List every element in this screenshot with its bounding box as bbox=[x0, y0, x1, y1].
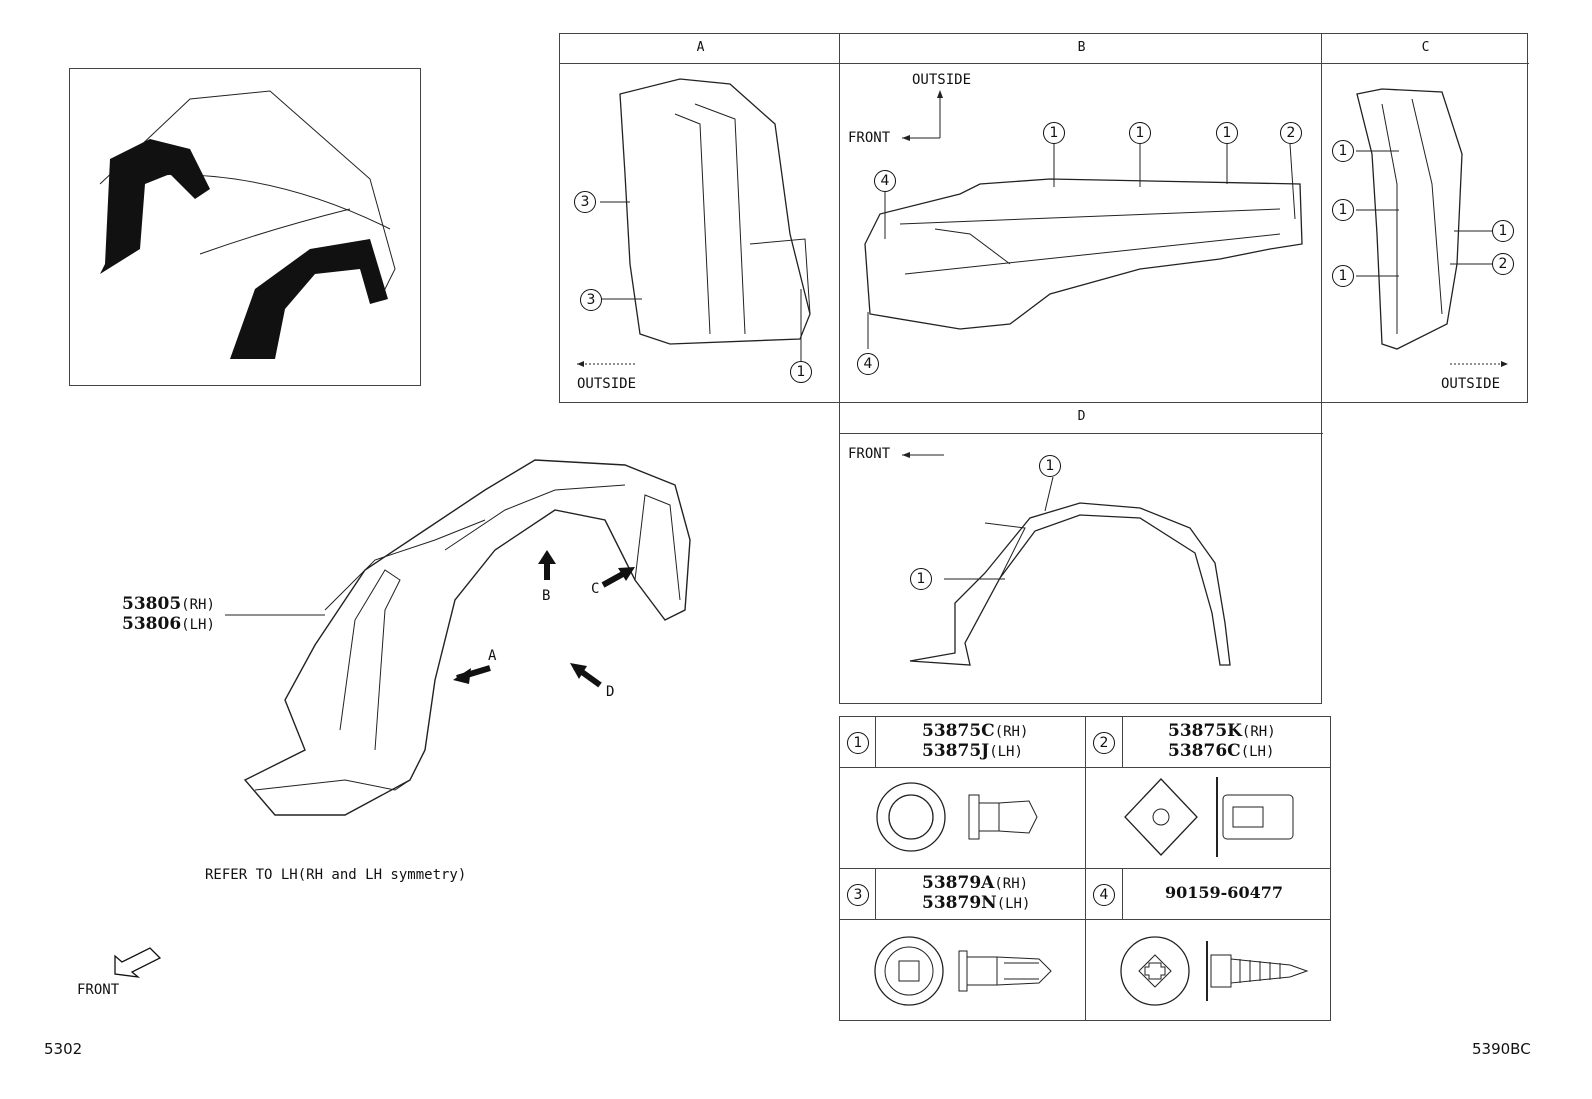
table-callout-3: 3 bbox=[847, 884, 869, 906]
view-c-liner-drawing bbox=[1356, 88, 1508, 367]
part-number-rh: 53805(RH) bbox=[122, 594, 215, 615]
part-2-lh: 53876C(LH) bbox=[1168, 741, 1274, 762]
view-b-liner-drawing bbox=[864, 90, 1303, 349]
view-b-callout-2: 2 bbox=[1280, 122, 1302, 144]
view-a-callout-1: 1 bbox=[790, 361, 812, 383]
part-number-rh-suffix: (RH) bbox=[181, 597, 215, 613]
view-b-outside-label: OUTSIDE bbox=[912, 72, 972, 88]
arrow-label-b: B bbox=[542, 588, 551, 604]
part-1-lh: 53875J(LH) bbox=[922, 741, 1023, 762]
arrow-label-d: D bbox=[606, 684, 615, 700]
arrow-label-a: A bbox=[488, 648, 497, 664]
view-c-header: C bbox=[1421, 40, 1430, 55]
table-callout-2: 2 bbox=[1093, 732, 1115, 754]
front-direction-icon bbox=[114, 947, 162, 978]
view-b-callout-4-upper: 4 bbox=[874, 170, 896, 192]
part-3-lh: 53879N(LH) bbox=[922, 893, 1030, 914]
part-1-lh-code: 53875J bbox=[922, 741, 990, 761]
view-c-outside-label: OUTSIDE bbox=[1441, 376, 1501, 392]
part-2-rh: 53875K(RH) bbox=[1168, 721, 1276, 742]
view-a-liner-drawing bbox=[577, 78, 811, 367]
view-d-header: D bbox=[1077, 409, 1086, 424]
view-d-callout-1-top: 1 bbox=[1039, 455, 1061, 477]
part-1-lh-suffix: (LH) bbox=[989, 744, 1023, 760]
view-a-header: A bbox=[696, 40, 705, 55]
view-d-front-label: FRONT bbox=[848, 446, 891, 462]
part-2-rh-code: 53875K bbox=[1168, 721, 1242, 741]
part-2-rh-suffix: (RH) bbox=[1241, 724, 1276, 740]
part-2-lh-suffix: (LH) bbox=[1240, 744, 1275, 760]
part-number-lh-suffix: (LH) bbox=[181, 617, 215, 633]
view-b-callout-1-a: 1 bbox=[1043, 122, 1065, 144]
part-2-lh-code: 53876C bbox=[1168, 741, 1241, 761]
part-1-rh-code: 53875C bbox=[922, 721, 995, 741]
view-a-outside-label: OUTSIDE bbox=[577, 376, 637, 392]
footer-left-code: 5302 bbox=[44, 1040, 83, 1058]
view-c-callout-1-b: 1 bbox=[1332, 199, 1354, 221]
push-clip-icon bbox=[876, 782, 1038, 852]
view-a-panel: A 3 3 1 OUTSIDE bbox=[559, 33, 841, 403]
view-a-callout-3-lower: 3 bbox=[580, 289, 602, 311]
footer-right-code: 5390BC bbox=[1472, 1040, 1531, 1058]
part-number-lh: 53806(LH) bbox=[122, 614, 215, 635]
part-3-lh-code: 53879N bbox=[922, 893, 997, 913]
overview-thumbnail bbox=[69, 68, 421, 386]
view-d-callout-1-left: 1 bbox=[910, 568, 932, 590]
screw-icon bbox=[1120, 936, 1309, 1006]
main-fender-liner-drawing bbox=[225, 459, 691, 816]
view-b-callout-1-c: 1 bbox=[1216, 122, 1238, 144]
view-b-panel: B OUTSIDE FRONT 1 1 1 2 4 4 bbox=[839, 33, 1323, 403]
table-callout-4: 4 bbox=[1093, 884, 1115, 906]
table-callout-1: 1 bbox=[847, 732, 869, 754]
part-3-rh-suffix: (RH) bbox=[994, 876, 1029, 892]
car-overview-drawing bbox=[99, 90, 396, 359]
view-c-callout-1-c: 1 bbox=[1332, 265, 1354, 287]
view-c-callout-1-d: 1 bbox=[1492, 220, 1514, 242]
refer-note: REFER TO LH(RH and LH symmetry) bbox=[205, 867, 467, 883]
part-3-lh-suffix: (LH) bbox=[996, 896, 1031, 912]
view-c-panel: C 1 1 1 1 2 OUTSIDE bbox=[1321, 33, 1529, 403]
nut-clip-icon bbox=[1124, 777, 1294, 857]
view-b-callout-4-lower: 4 bbox=[857, 353, 879, 375]
view-c-callout-2: 2 bbox=[1492, 253, 1514, 275]
view-c-callout-1-a: 1 bbox=[1332, 140, 1354, 162]
push-rivet-icon bbox=[874, 936, 1052, 1006]
view-b-callout-1-b: 1 bbox=[1129, 122, 1151, 144]
view-d-liner-drawing bbox=[902, 452, 1231, 666]
part-4-number: 90159-60477 bbox=[1165, 883, 1283, 902]
front-direction-label: FRONT bbox=[77, 982, 120, 998]
part-1-rh-suffix: (RH) bbox=[994, 724, 1029, 740]
view-b-front-label: FRONT bbox=[848, 130, 891, 146]
part-3-rh-code: 53879A bbox=[922, 873, 995, 893]
view-b-header: B bbox=[1077, 40, 1086, 55]
part-number-lh-code: 53806 bbox=[122, 614, 182, 634]
arrow-label-c: C bbox=[591, 581, 600, 597]
part-number-rh-code: 53805 bbox=[122, 594, 182, 614]
part-1-rh: 53875C(RH) bbox=[922, 721, 1028, 742]
part-3-rh: 53879A(RH) bbox=[922, 873, 1028, 894]
view-d-panel: D FRONT 1 1 bbox=[839, 402, 1323, 704]
view-a-callout-3-upper: 3 bbox=[574, 191, 596, 213]
